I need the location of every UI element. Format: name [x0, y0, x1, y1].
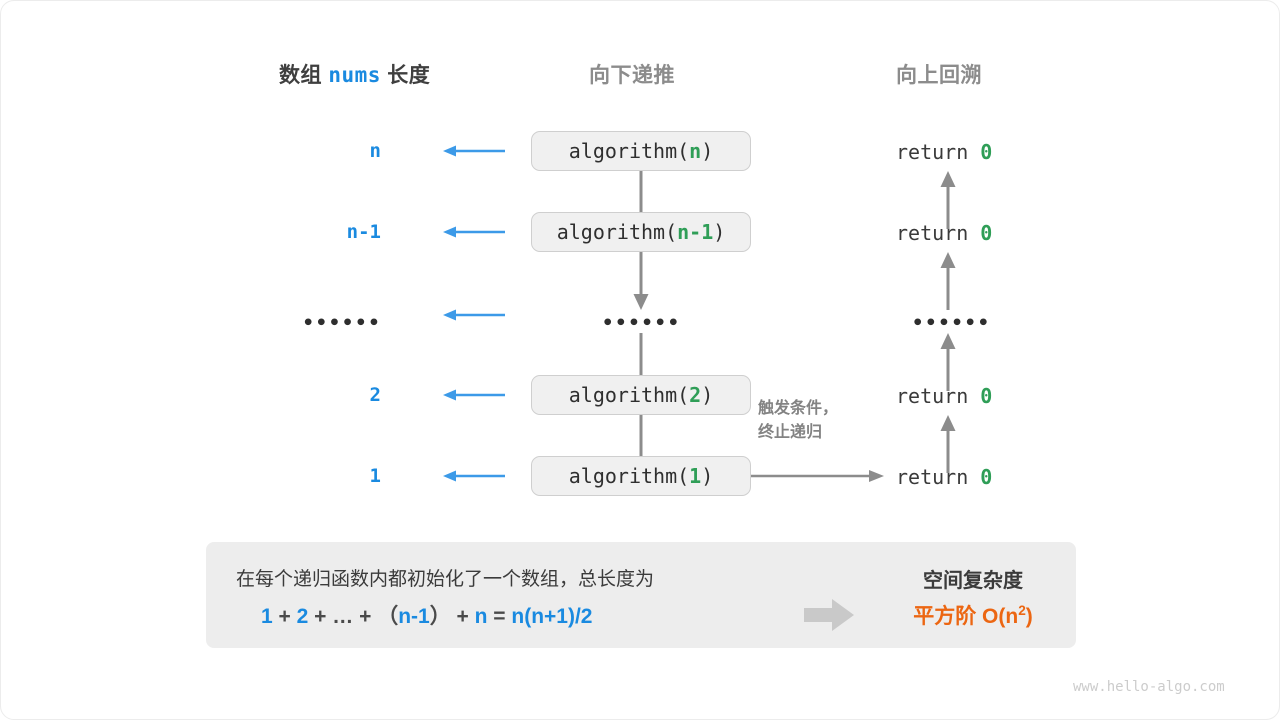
column-header-array-length: 数组 nums 长度 — [279, 59, 430, 89]
return-label-row-5: return 0 — [896, 465, 992, 489]
formula-part-9: + — [450, 605, 475, 628]
complexity-value: 平方阶 O(n2) — [868, 600, 1078, 630]
header-left-prefix: 数组 — [279, 64, 322, 87]
formula-part-6: （ — [377, 605, 399, 628]
summary-panel: 在每个递归函数内都初始化了一个数组，总长度为 1 + 2 + … + （n-1）… — [206, 542, 1076, 648]
return-label-row-3-ellipsis: •••••• — [911, 312, 991, 334]
call-paren-close-row-5: ) — [701, 464, 714, 488]
call-arg-row-4: 2 — [689, 383, 702, 407]
length-label-row-4: 2 — [369, 384, 381, 406]
call-name-row-2: algorithm — [556, 220, 666, 244]
return-keyword-row-2: return — [896, 221, 969, 245]
return-value-row-4: 0 — [980, 384, 993, 408]
watermark: www.hello-algo.com — [1073, 679, 1225, 695]
length-label-row-1: n — [369, 140, 381, 162]
call-box-row-2: algorithm(n-1) — [531, 212, 751, 252]
return-value-row-1: 0 — [980, 140, 993, 164]
formula-part-3: + — [308, 605, 333, 628]
blue-left-arrow-row-5 — [441, 466, 507, 486]
call-name-row-4: algorithm — [568, 383, 678, 407]
blue-left-arrow-row-1 — [441, 141, 507, 161]
return-keyword-row-1: return — [896, 140, 969, 164]
call-box-row-3-ellipsis: •••••• — [601, 312, 681, 334]
return-label-row-1: return 0 — [896, 140, 992, 164]
termination-note: 触发条件， 终止递归 — [758, 397, 838, 445]
up-arrow-4 — [933, 413, 963, 473]
call-arg-row-5: 1 — [689, 464, 702, 488]
base-case-arrow — [751, 466, 886, 486]
call-paren-open-row-5: ( — [677, 464, 690, 488]
right-block-arrow-icon — [804, 598, 856, 632]
length-label-row-3-ellipsis: •••••• — [302, 312, 381, 334]
header-left-suffix: 长度 — [387, 64, 431, 87]
complexity-title: 空间复杂度 — [923, 570, 1023, 592]
header-left-code: nums — [328, 63, 381, 87]
complexity-value-suffix: ) — [1025, 605, 1033, 628]
call-arg-row-1: n — [689, 139, 702, 163]
complexity-value-prefix: 平方阶 O(n — [913, 605, 1019, 628]
call-paren-open-row-4: ( — [677, 383, 690, 407]
up-arrow-2 — [933, 250, 963, 310]
formula-part-7: n-1 — [398, 605, 430, 628]
termination-note-line-2: 终止递归 — [758, 424, 823, 441]
return-value-row-2: 0 — [980, 221, 993, 245]
call-arg-row-2: n-1 — [677, 220, 714, 244]
call-paren-close-row-4: ) — [701, 383, 714, 407]
return-value-row-5: 0 — [980, 465, 993, 489]
complexity-value-exponent: 2 — [1018, 603, 1026, 618]
length-label-row-2: n-1 — [346, 221, 381, 243]
formula-part-12: n(n+1)/2 — [511, 605, 593, 628]
blue-left-arrow-row-3 — [441, 305, 507, 325]
return-label-row-4: return 0 — [896, 384, 992, 408]
formula-part-0: 1 — [261, 605, 273, 628]
call-box-row-1: algorithm(n) — [531, 131, 751, 171]
length-label-row-5: 1 — [369, 465, 381, 487]
formula-part-4: … — [332, 605, 354, 628]
call-box-row-5: algorithm(1) — [531, 456, 751, 496]
call-name-row-5: algorithm — [568, 464, 678, 488]
summary-formula: 1 + 2 + … + （n-1） + n = n(n+1)/2 — [261, 600, 593, 630]
up-arrow-1 — [933, 169, 963, 229]
formula-part-1: + — [272, 605, 297, 628]
blue-left-arrow-row-2 — [441, 222, 507, 242]
return-keyword-row-4: return — [896, 384, 969, 408]
call-paren-open-row-2: ( — [665, 220, 678, 244]
return-keyword-row-5: return — [896, 465, 969, 489]
return-label-row-2: return 0 — [896, 221, 992, 245]
column-header-return-up: 向上回溯 — [896, 64, 982, 87]
call-paren-close-row-1: ) — [701, 139, 714, 163]
formula-part-10: n — [474, 605, 488, 628]
call-paren-open-row-1: ( — [677, 139, 690, 163]
summary-text: 在每个递归函数内都初始化了一个数组，总长度为 — [236, 569, 655, 590]
call-paren-close-row-2: ) — [713, 220, 726, 244]
column-header-recurse-down: 向下递推 — [589, 64, 675, 87]
formula-part-8: ） — [429, 605, 451, 628]
formula-part-11: = — [487, 605, 512, 628]
up-arrow-3 — [933, 331, 963, 391]
termination-note-line-1: 触发条件， — [758, 400, 839, 417]
formula-part-2: 2 — [296, 605, 309, 628]
down-arrow-2 — [626, 252, 656, 312]
call-box-row-4: algorithm(2) — [531, 375, 751, 415]
formula-part-5: + — [353, 605, 378, 628]
blue-left-arrow-row-4 — [441, 385, 507, 405]
call-name-row-1: algorithm — [568, 139, 678, 163]
